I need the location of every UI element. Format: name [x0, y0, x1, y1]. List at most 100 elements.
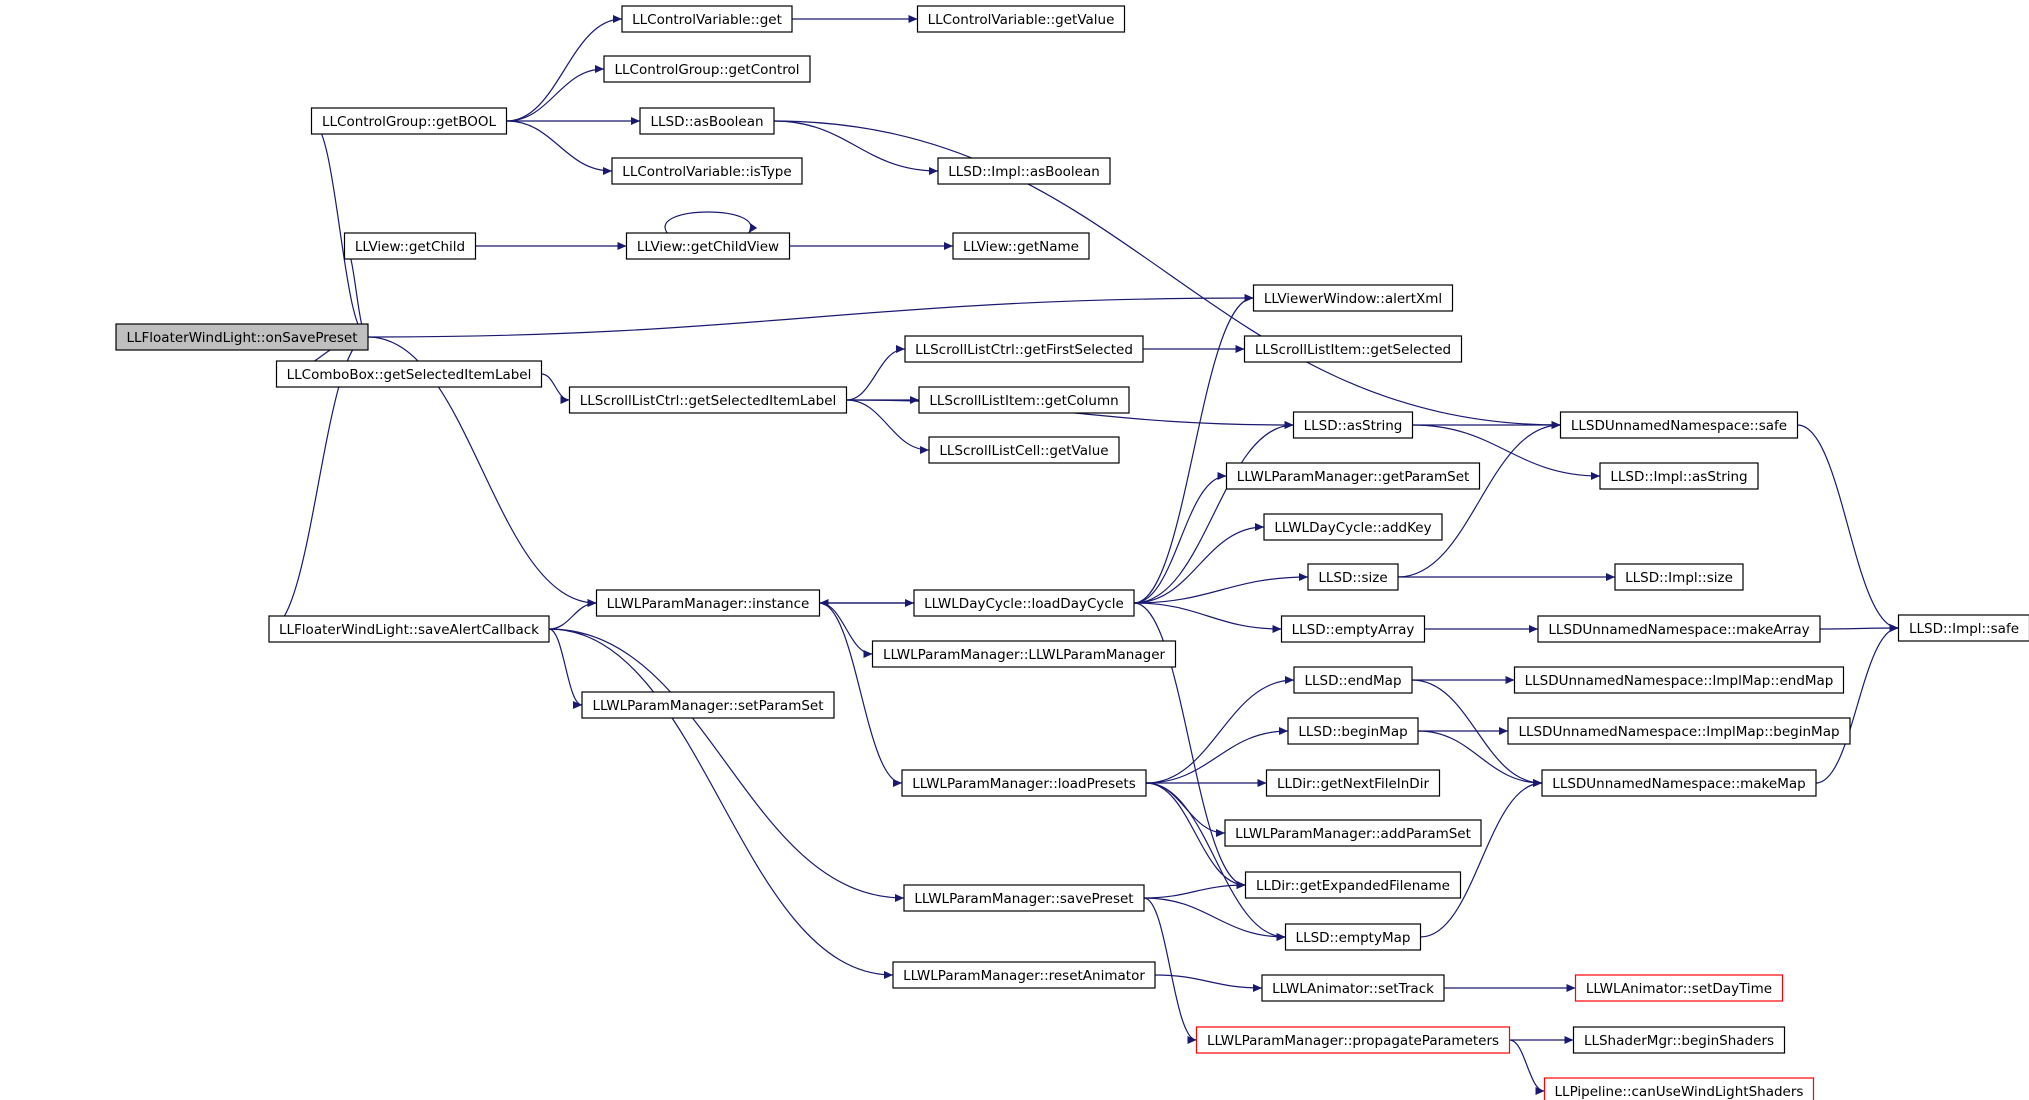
function-node-box[interactable]: [1261, 974, 1445, 1002]
function-node-box[interactable]: [310, 107, 508, 135]
function-node-box[interactable]: [639, 107, 775, 135]
function-node-box[interactable]: [568, 386, 848, 414]
function-node[interactable]: LLControlVariable::getValue: [916, 5, 1126, 33]
function-node-box[interactable]: [581, 691, 835, 719]
function-node[interactable]: LLSD::Impl::asBoolean: [937, 157, 1111, 185]
function-node[interactable]: LLSDUnnamedNamespace::ImplMap::beginMap: [1507, 717, 1851, 745]
function-node-box[interactable]: [903, 884, 1145, 912]
function-node[interactable]: LLFloaterWindLight::saveAlertCallback: [268, 615, 550, 643]
function-node-box[interactable]: [1537, 615, 1821, 643]
function-node-box[interactable]: [1195, 1026, 1511, 1054]
function-node-box[interactable]: [904, 335, 1144, 363]
function-node-box[interactable]: [1543, 1077, 1815, 1100]
function-node-box[interactable]: [343, 232, 477, 260]
function-node-box[interactable]: [928, 436, 1120, 464]
function-node-box[interactable]: [1244, 871, 1462, 899]
function-node-box[interactable]: [918, 386, 1130, 414]
function-node-box[interactable]: [268, 615, 550, 643]
function-node[interactable]: LLSDUnnamedNamespace::makeMap: [1541, 769, 1817, 797]
function-node-box[interactable]: [621, 5, 793, 33]
function-node[interactable]: LLScrollListItem::getColumn: [918, 386, 1130, 414]
function-node[interactable]: LLSD::beginMap: [1287, 717, 1419, 745]
function-node-box[interactable]: [1280, 615, 1426, 643]
function-node[interactable]: LLWLAnimator::setTrack: [1261, 974, 1445, 1002]
function-node-box[interactable]: [1265, 769, 1441, 797]
function-node-box[interactable]: [275, 360, 543, 388]
function-node-box[interactable]: [603, 55, 811, 83]
function-node[interactable]: LLWLParamManager::getParamSet: [1225, 462, 1481, 490]
function-node[interactable]: LLShaderMgr::beginShaders: [1572, 1026, 1786, 1054]
function-node[interactable]: LLWLParamManager::setParamSet: [581, 691, 835, 719]
function-node[interactable]: LLWLParamManager::loadPresets: [901, 769, 1147, 797]
function-node[interactable]: LLWLParamManager::savePreset: [903, 884, 1145, 912]
function-node[interactable]: LLWLParamManager::addParamSet: [1224, 819, 1482, 847]
function-node[interactable]: LLFloaterWindLight::onSavePreset: [115, 323, 369, 351]
function-node[interactable]: LLControlGroup::getControl: [603, 55, 811, 83]
function-node-box[interactable]: [1287, 717, 1419, 745]
function-node[interactable]: LLView::getChild: [343, 232, 477, 260]
function-node-box[interactable]: [1513, 666, 1845, 694]
function-node-box[interactable]: [625, 232, 791, 260]
function-node[interactable]: LLSD::asBoolean: [639, 107, 775, 135]
function-node[interactable]: LLSDUnnamedNamespace::safe: [1559, 411, 1799, 439]
function-node-box[interactable]: [892, 961, 1156, 989]
function-node[interactable]: LLWLAnimator::setDayTime: [1574, 974, 1784, 1002]
function-node[interactable]: LLSD::emptyArray: [1280, 615, 1426, 643]
function-node-box[interactable]: [1572, 1026, 1786, 1054]
function-node-box[interactable]: [115, 323, 369, 351]
function-node[interactable]: LLControlVariable::get: [621, 5, 793, 33]
function-node[interactable]: LLWLParamManager::resetAnimator: [892, 961, 1156, 989]
function-node-box[interactable]: [937, 157, 1111, 185]
function-node-box[interactable]: [1574, 974, 1784, 1002]
function-node-box[interactable]: [1507, 717, 1851, 745]
function-node-box[interactable]: [1293, 666, 1413, 694]
function-node[interactable]: LLDir::getNextFileInDir: [1265, 769, 1441, 797]
function-node-box[interactable]: [1599, 462, 1759, 490]
function-node[interactable]: LLWLParamManager::instance: [595, 589, 821, 617]
function-node[interactable]: LLWLParamManager::LLWLParamManager: [871, 640, 1177, 668]
function-node[interactable]: LLScrollListCtrl::getFirstSelected: [904, 335, 1144, 363]
function-node-box[interactable]: [871, 640, 1177, 668]
function-node-box[interactable]: [1897, 614, 2029, 642]
function-node[interactable]: LLControlVariable::isType: [611, 157, 803, 185]
function-node-box[interactable]: [1559, 411, 1799, 439]
function-node-box[interactable]: [1307, 563, 1399, 591]
function-node[interactable]: LLSDUnnamedNamespace::makeArray: [1537, 615, 1821, 643]
function-node[interactable]: LLSD::Impl::safe: [1897, 614, 2029, 642]
function-node-box[interactable]: [901, 769, 1147, 797]
function-node[interactable]: LLView::getChildView: [625, 232, 791, 260]
function-node-box[interactable]: [1263, 513, 1443, 541]
function-node-box[interactable]: [1225, 462, 1481, 490]
function-node-box[interactable]: [595, 589, 821, 617]
function-node-box[interactable]: [1243, 335, 1463, 363]
function-node[interactable]: LLScrollListItem::getSelected: [1243, 335, 1463, 363]
function-node[interactable]: LLWLParamManager::propagateParameters: [1195, 1026, 1511, 1054]
function-node-box[interactable]: [1224, 819, 1482, 847]
function-node-box[interactable]: [1614, 563, 1744, 591]
function-node[interactable]: LLSD::endMap: [1293, 666, 1413, 694]
function-node[interactable]: LLViewerWindow::alertXml: [1252, 284, 1454, 312]
function-node[interactable]: LLSD::size: [1307, 563, 1399, 591]
function-node-box[interactable]: [916, 5, 1126, 33]
function-node-box[interactable]: [1292, 411, 1414, 439]
function-node[interactable]: LLSD::Impl::size: [1614, 563, 1744, 591]
function-node-box[interactable]: [1284, 923, 1422, 951]
function-node[interactable]: LLSD::asString: [1292, 411, 1414, 439]
function-node[interactable]: LLWLDayCycle::addKey: [1263, 513, 1443, 541]
function-node-box[interactable]: [1252, 284, 1454, 312]
function-node[interactable]: LLScrollListCtrl::getSelectedItemLabel: [568, 386, 848, 414]
function-node[interactable]: LLSD::Impl::asString: [1599, 462, 1759, 490]
function-node-box[interactable]: [952, 232, 1090, 260]
function-node[interactable]: LLComboBox::getSelectedItemLabel: [275, 360, 543, 388]
function-node-box[interactable]: [611, 157, 803, 185]
function-node[interactable]: LLControlGroup::getBOOL: [310, 107, 508, 135]
function-node[interactable]: LLSDUnnamedNamespace::ImplMap::endMap: [1513, 666, 1845, 694]
function-node[interactable]: LLPipeline::canUseWindLightShaders: [1543, 1077, 1815, 1100]
function-node[interactable]: LLWLDayCycle::loadDayCycle: [913, 589, 1135, 617]
function-node-box[interactable]: [1541, 769, 1817, 797]
function-node[interactable]: LLScrollListCell::getValue: [928, 436, 1120, 464]
function-node-box[interactable]: [913, 589, 1135, 617]
function-node[interactable]: LLDir::getExpandedFilename: [1244, 871, 1462, 899]
function-node[interactable]: LLSD::emptyMap: [1284, 923, 1422, 951]
function-node[interactable]: LLView::getName: [952, 232, 1090, 260]
